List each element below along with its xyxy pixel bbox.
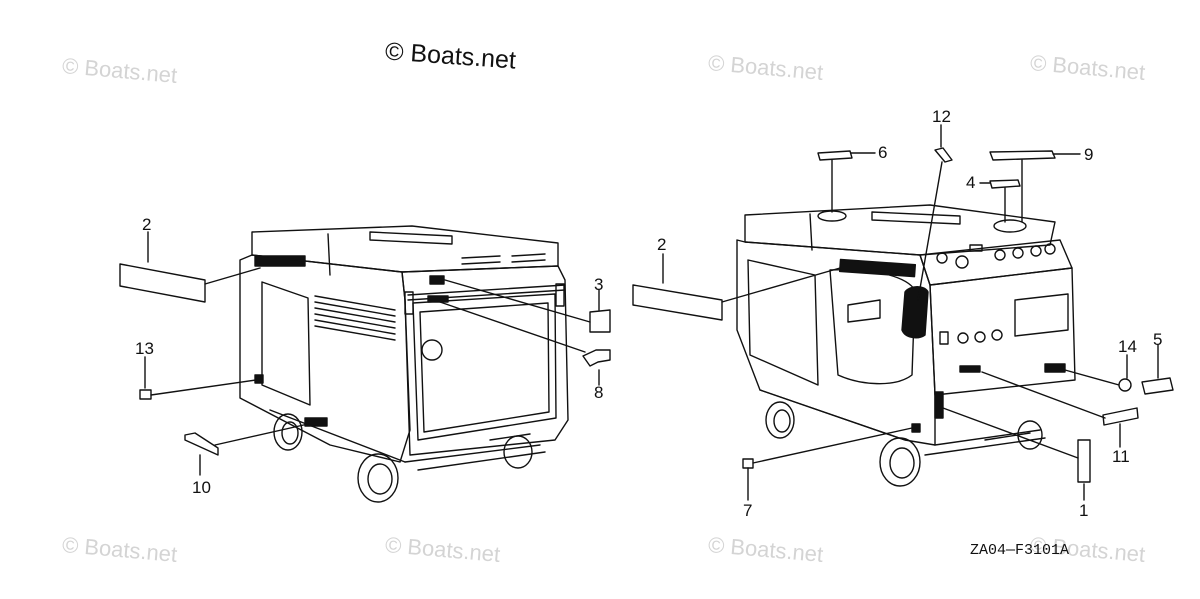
decal-part-1	[1077, 439, 1091, 483]
callout-8: 8	[594, 383, 603, 402]
decal-part-3	[589, 309, 611, 333]
decal-part-4	[989, 179, 1021, 189]
diagram-code: ZA04—F3101A	[970, 542, 1070, 559]
right-generator-drawing	[736, 204, 1076, 487]
decal-part-10	[184, 432, 219, 456]
callout-5: 5	[1153, 330, 1162, 349]
callout-13: 13	[135, 339, 154, 358]
callout-1: 1	[1079, 501, 1088, 520]
callout-14: 14	[1118, 337, 1137, 356]
callout-10: 10	[192, 478, 211, 497]
decal-part-13	[139, 389, 152, 400]
decal-part-8	[582, 349, 611, 367]
decal-part-2-left	[119, 263, 206, 303]
decal-part-2-right	[632, 284, 723, 321]
decal-part-9	[989, 150, 1056, 161]
callout-12: 12	[932, 107, 951, 126]
callout-4: 4	[966, 173, 975, 192]
left-generator-drawing	[239, 225, 569, 503]
callout-9: 9	[1084, 145, 1093, 164]
decal-part-7	[742, 458, 754, 469]
callout-2-left: 2	[142, 215, 151, 234]
decal-part-11	[1102, 407, 1139, 426]
callout-7: 7	[743, 501, 752, 520]
callout-labels: 2 3 8 13 10 2 6 12 4 9 14 5 11 1 7	[135, 107, 1162, 520]
callout-2-right: 2	[657, 235, 666, 254]
callout-3: 3	[594, 275, 603, 294]
decal-part-14	[1118, 378, 1132, 392]
callout-6: 6	[878, 143, 887, 162]
callout-11: 11	[1112, 447, 1130, 466]
decal-part-12	[934, 147, 953, 163]
decal-part-6	[817, 150, 853, 161]
decal-part-5	[1141, 377, 1174, 395]
